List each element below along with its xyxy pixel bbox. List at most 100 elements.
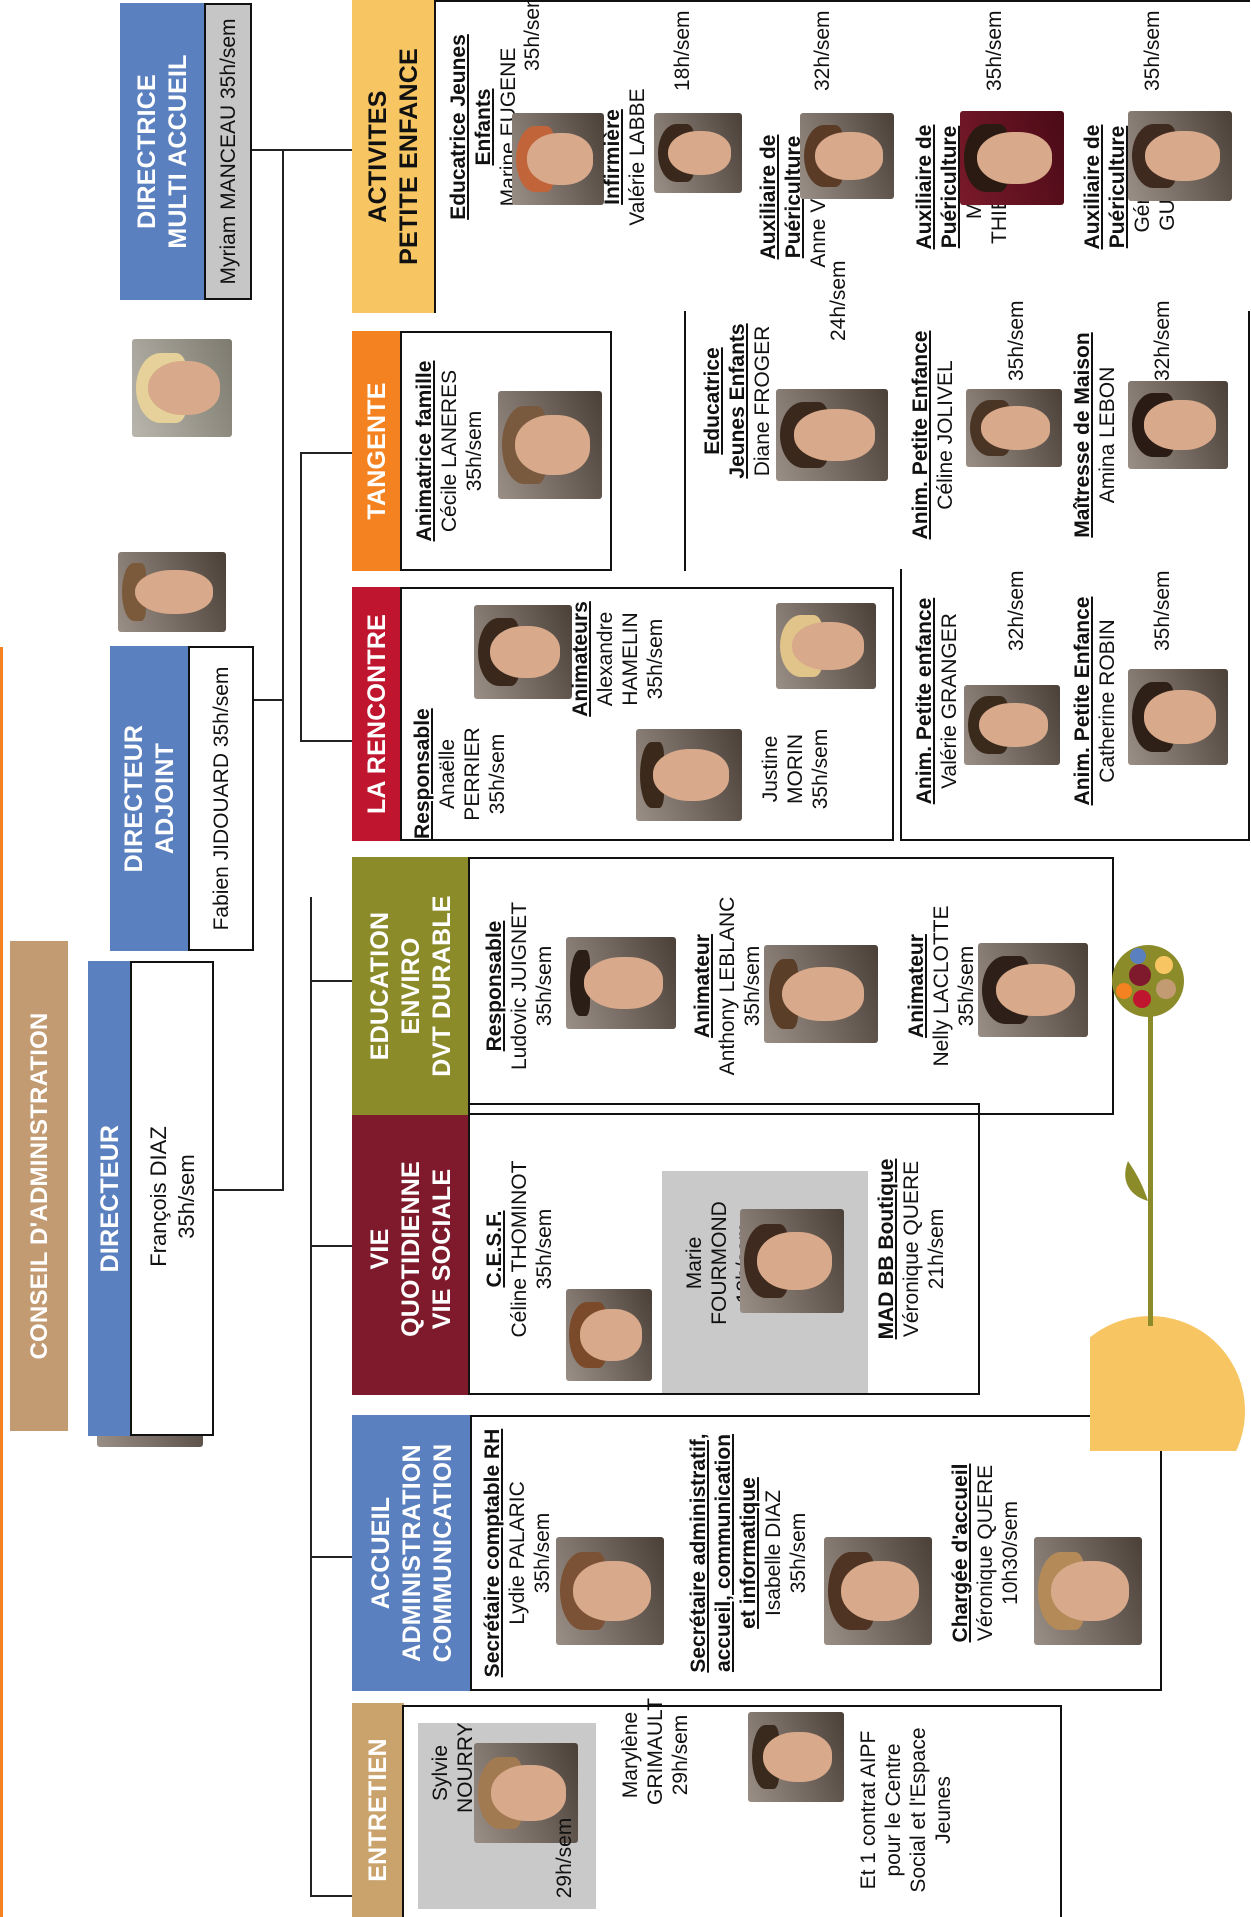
flower-petal [1133, 990, 1151, 1008]
nourry-first: Sylvie [429, 1744, 452, 1802]
thominot-name: Céline THOMINOT [508, 1160, 531, 1338]
juignet-photo [566, 937, 676, 1029]
adjoint-name: Fabien JIDOUARD 35h/sem [210, 666, 233, 931]
quere-vie-title: MAD BB Boutique [875, 1158, 898, 1340]
leblanc-name: Anthony LEBLANC [716, 896, 739, 1076]
vicario-photo [800, 113, 894, 199]
eugene-hours: 35h/sem [521, 0, 544, 71]
palaric-title: Secrétaire comptable RH [481, 1428, 504, 1678]
juignet-name: Ludovic JUIGNET [508, 901, 531, 1071]
morin-name: Justine MORIN [759, 734, 807, 804]
multi-info: Myriam MANCEAU 35h/sem [204, 3, 252, 300]
directeur-title: DIRECTEUR [95, 1124, 124, 1273]
flower-petal [1130, 948, 1146, 964]
vie-title-1: VIE [365, 1228, 394, 1270]
connector [300, 740, 352, 742]
rencontre-title: LA RENCONTRE [362, 613, 391, 815]
adjoint-title-1: DIRECTEUR [120, 724, 148, 873]
education-title-3: DVT DURABLE [427, 895, 456, 1077]
activites-header: ACTIVITES PETITE ENFANCE [352, 0, 436, 313]
connector [252, 149, 282, 151]
fourmond-photo [740, 1209, 844, 1313]
connector [310, 1895, 352, 1897]
diaz-title-3: et informatique [737, 1477, 760, 1629]
adjoint-header: DIRECTEUR ADJOINT [110, 646, 190, 951]
vie-header: VIE QUOTIDIENNE VIE SOCIALE [352, 1103, 470, 1395]
vie-title-3: VIE SOCIALE [427, 1168, 456, 1330]
froger-photo [776, 389, 888, 481]
labbe-photo [654, 113, 742, 193]
quere-accueil-title: Chargée d'accueil [949, 1463, 972, 1643]
grimault-photo [748, 1712, 844, 1802]
connector [282, 149, 352, 151]
eugene-title: Educatrice Jeunes Enfants [447, 34, 495, 220]
labbe-hours: 18h/sem [671, 10, 694, 91]
adjoint-title-2: ADJOINT [151, 742, 179, 855]
connector [300, 452, 302, 742]
accueil-content: Secrétaire comptable RH Lydie PALARIC 35… [470, 1415, 1162, 1691]
eugene-photo [512, 113, 604, 205]
leblanc-title: Animateur [691, 934, 714, 1038]
education-title-2: ENVIRO [396, 937, 425, 1035]
quere-accueil-name: Véronique QUERE [974, 1464, 997, 1642]
accueil-title-2: ADMINISTRATION [397, 1444, 426, 1662]
jolivel-title: Anim. Petite Enfance [909, 330, 932, 540]
laclotte-name: Nelly LACLOTTE [930, 905, 953, 1067]
palaric-hours: 35h/sem [531, 1512, 554, 1594]
aipf-note-1: Et 1 contrat AIPF [857, 1730, 880, 1890]
juignet-hours: 35h/sem [533, 945, 556, 1027]
conseil-title: CONSEIL D'ADMINISTRATION [25, 1012, 53, 1360]
aipf-note-4: Jeunes [932, 1776, 955, 1844]
entretien-content: Sylvie NOURRY 29h/sem Marylène GRIMAULT … [402, 1698, 1062, 1917]
laneres-name: Cécile LANERES [438, 369, 461, 533]
flower-stem [1148, 1006, 1153, 1326]
grimault-last: GRIMAULT [644, 1698, 667, 1805]
quere-accueil-hours: 10h30/sem [999, 1501, 1022, 1605]
rencontre-content: Responsable Anaëlle PERRIER 35h/sem Anim… [400, 587, 894, 841]
diaz-title-1: Secrétaire administratif, [687, 1433, 710, 1673]
laclotte-title: Animateur [905, 934, 928, 1038]
diaz-photo [824, 1537, 932, 1645]
thiebault-hours: 35h/sem [983, 10, 1006, 91]
aipf-note-2: pour le Centre [882, 1743, 905, 1877]
connector [310, 1556, 352, 1558]
morin-photo [776, 603, 876, 689]
adjoint-photo [118, 552, 226, 632]
nourry-hours: 29h/sem [553, 1817, 576, 1899]
jolivel-name: Céline JOLIVEL [934, 360, 957, 510]
lebon-hours: 32h/sem [1151, 300, 1174, 381]
robin-photo [1128, 669, 1228, 765]
accent-line [0, 647, 3, 1917]
directeur-header: DIRECTEUR [88, 961, 132, 1436]
tangente-title: TANGENTE [362, 382, 391, 520]
perrier-name: Anaëlle PERRIER [436, 727, 484, 821]
jolivel-photo [966, 389, 1062, 467]
flower-petal [1116, 983, 1132, 999]
adjoint-info: Fabien JIDOUARD 35h/sem [188, 646, 254, 951]
hamelin-name: Alexandre HAMELIN [594, 611, 642, 707]
entretien-header: ENTRETIEN [352, 1703, 404, 1917]
diaz-name: Isabelle DIAZ [762, 1489, 785, 1617]
entretien-title: ENTRETIEN [363, 1738, 392, 1882]
froger-name: Diane FROGER [751, 325, 774, 477]
multi-name: Myriam MANCEAU 35h/sem [217, 18, 240, 285]
grimault-hours: 29h/sem [669, 1714, 692, 1796]
palaric-photo [556, 1537, 664, 1645]
vicario-hours: 32h/sem [811, 10, 834, 91]
hamelin-photo [636, 729, 742, 821]
laclotte-hours: 35h/sem [955, 945, 978, 1027]
multi-title-1: DIRECTRICE [133, 74, 161, 229]
thominot-title: C.E.S.F. [483, 1210, 506, 1288]
robin-hours: 35h/sem [1151, 570, 1174, 651]
conseil-header: CONSEIL D'ADMINISTRATION [10, 941, 68, 1431]
leblanc-photo [764, 945, 878, 1043]
guillet-title: Auxiliaire de Puériculture [1081, 124, 1129, 250]
flower-petal [1156, 979, 1176, 999]
granger-hours: 32h/sem [1005, 570, 1028, 651]
flower-sun [1090, 1316, 1245, 1451]
tangente-content: Animatrice famille Cécile LANERES 35h/se… [400, 331, 612, 571]
diaz-hours: 35h/sem [787, 1512, 810, 1594]
juignet-title: Responsable [483, 920, 506, 1052]
flower-leaf [1125, 1161, 1148, 1201]
laneres-hours: 35h/sem [463, 410, 486, 492]
